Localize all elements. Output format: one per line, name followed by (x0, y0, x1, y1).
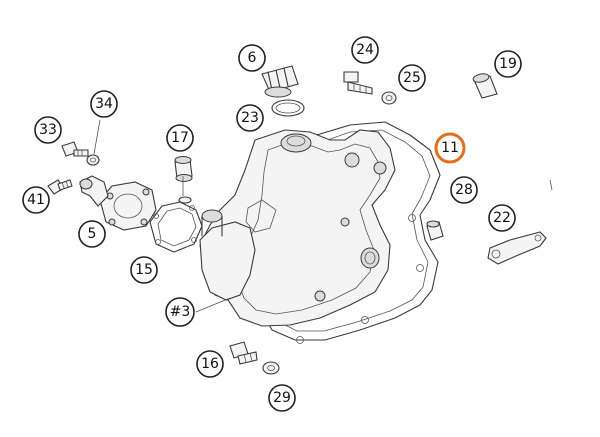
part-19-bushing (472, 73, 498, 99)
callout-17[interactable]: 17 (166, 124, 194, 152)
part-22-bracket (487, 231, 547, 265)
callout-5[interactable]: 5 (78, 220, 106, 248)
svg-text:15: 15 (135, 262, 153, 278)
callout-6[interactable]: 6 (238, 44, 266, 72)
callout-11-highlighted[interactable]: 11 (434, 132, 466, 164)
svg-text:34: 34 (95, 96, 113, 112)
part-28-sleeve (426, 220, 444, 241)
callout-24[interactable]: 24 (351, 36, 379, 64)
svg-text:6: 6 (248, 50, 257, 66)
svg-text:24: 24 (356, 42, 374, 58)
part-17-plug (174, 156, 193, 204)
callout-33[interactable]: 33 (34, 116, 62, 144)
callout-15[interactable]: 15 (130, 256, 158, 284)
callout-34[interactable]: 34 (90, 90, 118, 118)
svg-text:19: 19 (499, 56, 517, 72)
part-6-plug (261, 65, 299, 98)
part-24-screw (343, 71, 373, 95)
svg-text:28: 28 (455, 182, 473, 198)
callout-19[interactable]: 19 (494, 50, 522, 78)
callout-23[interactable]: 23 (236, 104, 264, 132)
svg-text:41: 41 (27, 192, 45, 208)
svg-text:5: 5 (88, 226, 97, 242)
part-23-oring (271, 99, 305, 117)
svg-text:16: 16 (201, 356, 219, 372)
callout-22[interactable]: 22 (488, 204, 516, 232)
part-15-gasket (149, 201, 203, 253)
part-25-washer (381, 91, 397, 105)
svg-text:29: 29 (273, 390, 291, 406)
part-34-washer (86, 154, 100, 166)
callout-28[interactable]: 28 (450, 176, 478, 204)
callout-25[interactable]: 25 (398, 64, 426, 92)
part-33-bolt (61, 141, 89, 157)
svg-text:11: 11 (441, 140, 459, 156)
svg-text:#3: #3 (170, 304, 191, 320)
part-29-washer (262, 361, 280, 375)
svg-text:25: 25 (403, 70, 421, 86)
svg-text:22: 22 (493, 210, 511, 226)
svg-text:33: 33 (39, 122, 57, 138)
callout-29[interactable]: 29 (268, 384, 296, 412)
part-5-pump-cover (79, 175, 157, 231)
part-16-bolt (229, 341, 258, 365)
svg-text:17: 17 (171, 130, 189, 146)
callout-41[interactable]: 41 (22, 186, 50, 214)
part-41-screw (47, 179, 73, 195)
callout-3[interactable]: #3 (165, 297, 195, 327)
callout-16[interactable]: 16 (196, 350, 224, 378)
svg-text:23: 23 (241, 110, 259, 126)
